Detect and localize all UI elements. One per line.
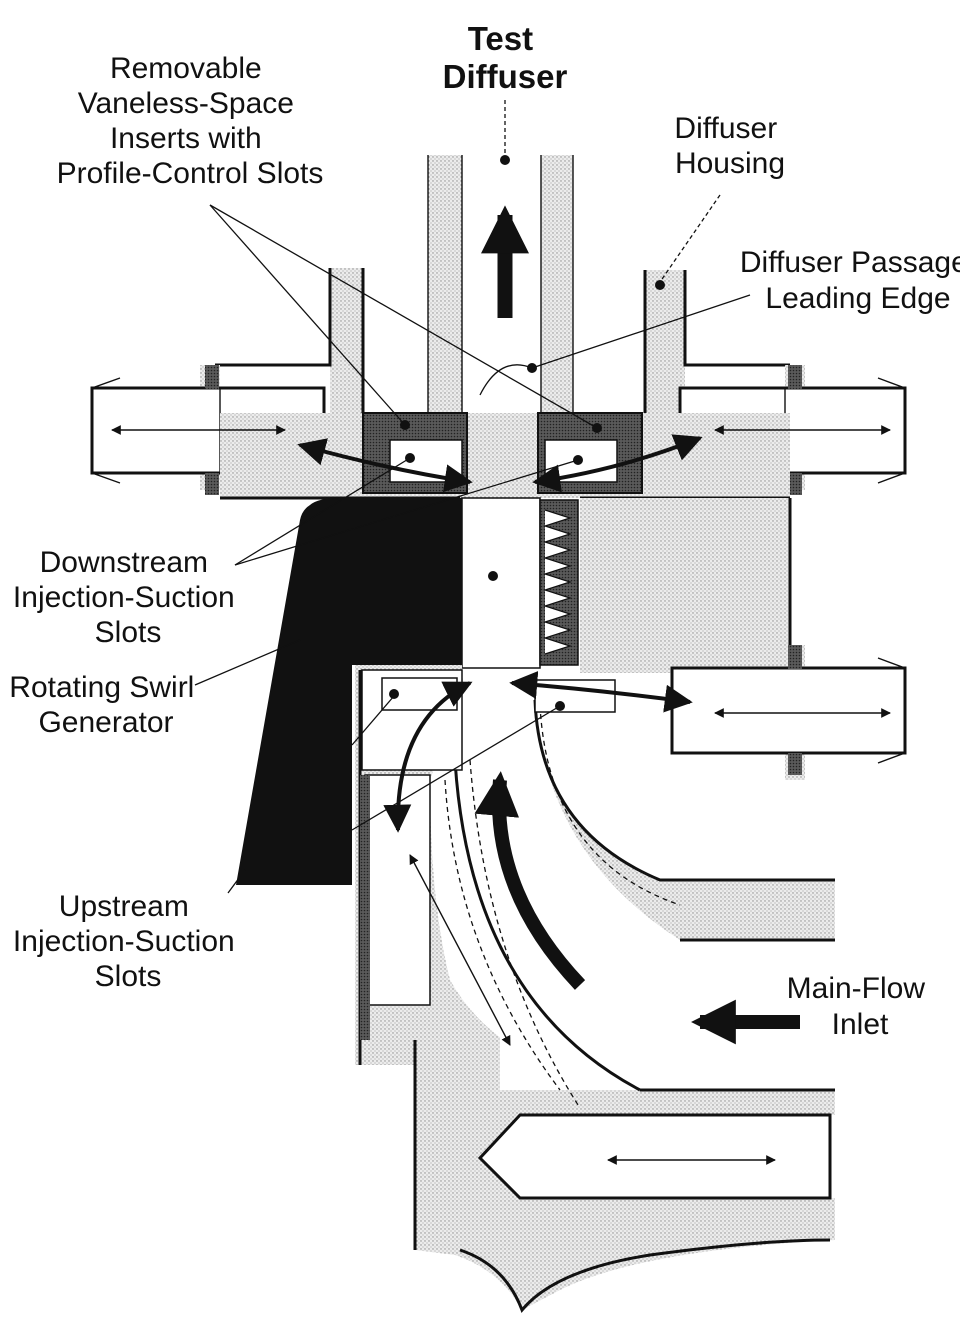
upstream-slots-label: Upstream Injection-Suction Slots	[13, 890, 243, 993]
leading-edge-label: Diffuser Passage Leading Edge	[740, 246, 960, 315]
downstream-slots-label: Downstream Injection-Suction Slots	[13, 546, 243, 649]
leader-lines	[194, 100, 751, 894]
diffuser-housing-label: Diffuser Housing	[674, 112, 785, 180]
housing-structure	[90, 155, 907, 1313]
main-flow-inlet-label: Main-Flow Inlet	[787, 972, 934, 1041]
inserts-label: Removable Vaneless-Space Inserts with Pr…	[57, 52, 324, 190]
flow-arrows	[111, 205, 891, 1165]
test-diffuser-label: Test Diffuser	[443, 20, 568, 95]
swirl-generator-label: Rotating Swirl Generator	[9, 671, 202, 739]
